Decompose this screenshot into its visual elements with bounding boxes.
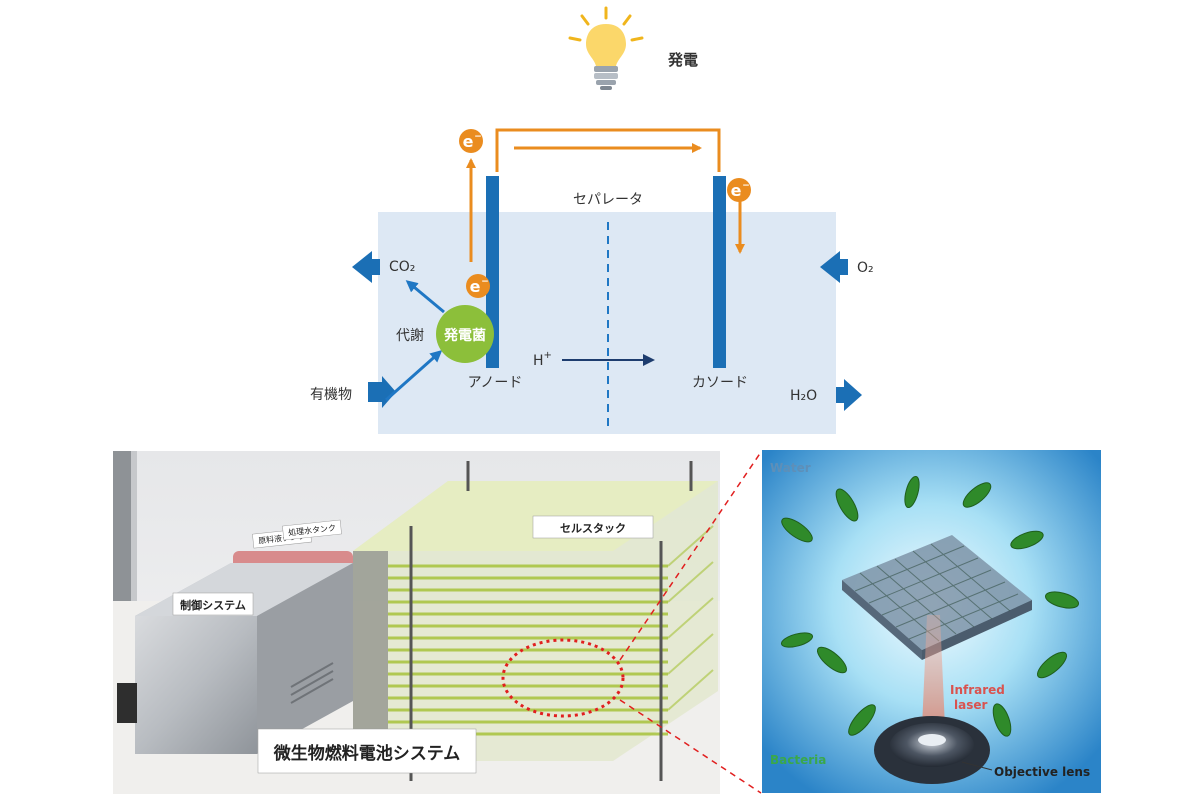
system-photo: 原料液タンク 処理水タンク 制御システム	[113, 451, 720, 794]
water-label: Water	[770, 461, 811, 475]
electron-badge-top: e −	[459, 129, 483, 153]
o2-in-arrow	[820, 251, 848, 283]
organic-in-arrow	[368, 376, 396, 408]
separator-label: セパレータ	[573, 192, 643, 208]
h2o-out-arrow	[836, 379, 862, 411]
metabolism-label: 代謝	[396, 328, 424, 344]
cathode-electrode	[713, 176, 726, 368]
bacteria-circle	[436, 305, 494, 363]
microscope-illustration: Water Infrared laser Bacteria Objective …	[762, 450, 1101, 793]
co2-label: CO₂	[389, 259, 415, 275]
proton-label: H+	[533, 350, 552, 369]
bacteria-label: 発電菌	[443, 327, 486, 344]
external-circuit-wire	[495, 128, 721, 172]
objective-lens	[874, 716, 990, 784]
objective-leader-line	[961, 761, 993, 771]
organic-label: 有機物	[310, 387, 352, 403]
electrode-chip	[842, 535, 1032, 660]
control-system-label: 制御システム	[180, 598, 246, 612]
laser-label-line2: laser	[954, 698, 987, 712]
control-system-box: 制御システム	[117, 563, 353, 754]
svg-text:e: e	[463, 132, 474, 151]
cathode-label: カソード	[692, 375, 748, 391]
system-label: 微生物燃料電池システム	[273, 743, 461, 764]
anode-label: アノード	[468, 375, 523, 391]
power-label: 発電	[667, 51, 698, 69]
highlight-ellipse	[501, 638, 625, 718]
co2-out-arrow	[352, 251, 380, 283]
o2-label: O₂	[857, 260, 874, 276]
fuel-cell-diagram: 発電 セパレータ e − e − e − CO₂ O₂ H₂O 有機物 代謝 発	[310, 6, 874, 434]
svg-text:−: −	[481, 277, 489, 287]
bacteria-cells	[780, 475, 1080, 737]
h2o-label: H₂O	[790, 388, 817, 404]
electron-badge-anode: e −	[466, 274, 490, 298]
light-bulb-icon	[568, 6, 644, 90]
svg-text:−: −	[742, 181, 750, 191]
svg-text:−: −	[474, 132, 482, 142]
bacteria-to-co2-arrow	[405, 280, 445, 314]
organic-to-bacteria-arrow	[385, 350, 443, 402]
bacteria-label-en: Bacteria	[770, 753, 826, 767]
cell-stack-label: セルスタック	[560, 522, 626, 535]
objective-label: Objective lens	[994, 765, 1090, 779]
electron-badge-cathode: e −	[727, 178, 751, 202]
svg-text:e: e	[731, 181, 742, 200]
laser-label-line1: Infrared	[950, 683, 1005, 697]
svg-text:e: e	[470, 277, 481, 296]
